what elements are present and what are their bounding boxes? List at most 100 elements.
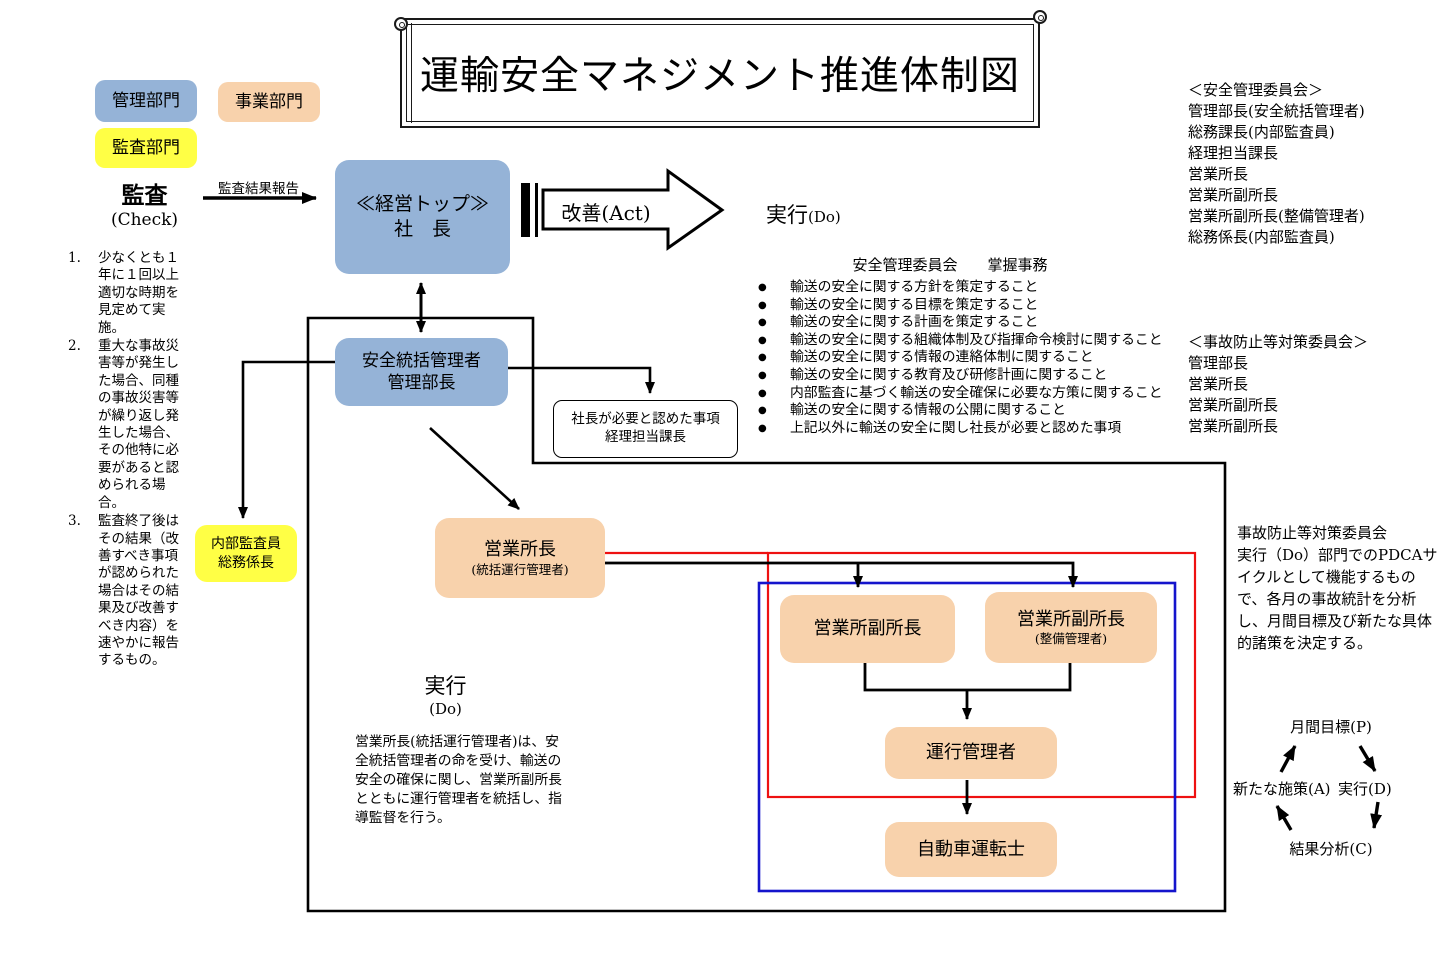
do-top-label: 実行(Do) [766, 199, 841, 229]
safety-manager-line2: 管理部長 [387, 373, 456, 393]
bullet-icon: ● [758, 405, 767, 417]
do-bottom-main: 実行 [424, 674, 467, 698]
operation-manager-label: 運行管理者 [926, 742, 1016, 764]
top-management-line2: 社 長 [393, 218, 451, 240]
banner-frame: 運輸安全マネジメント推進体制図 [406, 24, 1034, 122]
pdca-do-label: 実行(D) [1338, 780, 1392, 798]
duty-item: ● 輸送の安全に関する教育及び研修計画に関すること [750, 367, 1210, 385]
audit-note-1-number: 1. [68, 250, 81, 266]
deputy-right-line2: (整備管理者) [1034, 631, 1108, 647]
audit-note-1-text: 少なくとも１年に１回以上適切な時期を見定めて実施。 [98, 250, 179, 336]
accident-committee-member: 営業所長 [1188, 375, 1249, 393]
audit-note-3-text: 監査終了後はその結果（改善すべき事項が認められた場合はその結果及び改善すべき内容… [98, 513, 179, 669]
office-manager-line1: 営業所長 [484, 539, 556, 561]
internal-auditor-line2: 総務係長 [218, 554, 274, 571]
duty-item: ● 輸送の安全に関する情報の公開に関すること [750, 402, 1210, 420]
safety-committee-member: 経理担当課長 [1188, 144, 1279, 162]
audit-note-3: 3. 監査終了後はその結果（改善すべき事項が認められた場合はその結果及び改善すべ… [68, 513, 203, 670]
bullet-icon: ● [758, 387, 767, 399]
legend-audit-label: 監査部門 [112, 137, 180, 158]
page-title: 運輸安全マネジメント推進体制図 [419, 54, 1020, 99]
audit-check-label: 監査 (Check) [92, 176, 197, 230]
audit-report-label: 監査結果報告 [218, 181, 299, 197]
bullet-icon: ● [758, 282, 767, 293]
bullet-icon: ● [758, 334, 767, 346]
internal-auditor-line1: 内部監査員 [211, 536, 281, 553]
side-note-body: 実行（Do）部門でのPDCAサイクルとして機能するもので、各月の事故統計を分析し… [1237, 546, 1438, 652]
line-to-internal-auditor [238, 360, 335, 519]
do-bottom-sub: (Do) [429, 700, 462, 718]
safety-committee-member: 管理部長(安全統括管理者) [1188, 102, 1365, 120]
deputy-right-line1: 営業所副所長 [1017, 608, 1125, 630]
legend-management-label: 管理部門 [112, 90, 180, 111]
duties-section: 安全管理委員会 掌握事務 ● 輸送の安全に関する方針を策定すること ● 輸送の安… [750, 254, 1210, 437]
pdca-arrows [1275, 745, 1383, 831]
do-top-sub: (Do) [808, 208, 841, 226]
accident-committee-list: ＜事故防止等対策委員会＞ 管理部長 営業所長 営業所副所長 営業所副所長 [1188, 332, 1368, 437]
office-to-deputies-line [605, 561, 1078, 588]
legend-audit: 監査部門 [95, 128, 197, 168]
duty-item: ● 輸送の安全に関する計画を策定すること [750, 314, 1210, 332]
line-to-president-items [508, 366, 655, 394]
deputy-manager-left-box: 営業所副所長 [780, 595, 955, 663]
deputy-manager-right-box: 営業所副所長 (整備管理者) [985, 592, 1157, 663]
banner-curl-right-icon [1033, 10, 1047, 24]
safety-manager-line1: 安全統括管理者 [362, 350, 481, 371]
bullet-icon: ● [758, 299, 767, 311]
legend-management: 管理部門 [95, 80, 197, 122]
deputy-left-line1: 営業所副所長 [813, 618, 922, 640]
audit-note-3-number: 3. [68, 513, 81, 530]
duty-item: ● 上記以外に輸送の安全に関し社長が必要と認めた事項 [750, 420, 1210, 438]
operation-manager-box: 運行管理者 [885, 727, 1057, 779]
top-management-box: ≪経営トップ≫ 社 長 [335, 160, 510, 274]
duty-item: ● 輸送の安全に関する組織体制及び指揮命令検討に関すること [750, 332, 1210, 350]
audit-sub-label: (Check) [110, 210, 179, 230]
president-items-box: 社長が必要と認めた事項 経理担当課長 [553, 400, 738, 458]
audit-note-2-number: 2. [68, 338, 81, 355]
do-top-main: 実行 [766, 203, 808, 227]
side-note: 事故防止等対策委員会 実行（Do）部門でのPDCAサイクルとして機能するもので、… [1237, 522, 1439, 654]
safety-committee-member: 営業所副所長(整備管理者) [1188, 207, 1365, 225]
audit-note-2-text: 重大な事故災害等が発生した場合、同種の事故災害等が繰り返し発生した場合、その他特… [98, 338, 179, 511]
accident-committee-member: 営業所副所長 [1188, 396, 1279, 414]
do-bottom-label: 実行 (Do) [398, 670, 493, 718]
pdca-plan-label: 月間目標(P) [1290, 718, 1372, 736]
accident-committee-member: 営業所副所長 [1188, 417, 1279, 435]
president-items-line1: 社長が必要と認めた事項 [571, 411, 720, 428]
bullet-icon: ● [758, 422, 767, 434]
office-manager-line2: (統括運行管理者) [471, 561, 569, 577]
bullet-icon: ● [758, 352, 767, 364]
side-note-line1: 事故防止等対策委員会 [1237, 524, 1388, 542]
driver-label: 自動車運転士 [917, 838, 1025, 860]
internal-auditor-box: 内部監査員 総務係長 [195, 525, 297, 582]
accident-committee-member: 管理部長 [1188, 354, 1249, 372]
bullet-icon: ● [758, 369, 767, 381]
top-management-line1: ≪経営トップ≫ [355, 193, 489, 216]
do-bottom-paragraph: 営業所長(統括運行管理者)は、安全統括管理者の命を受け、輸送の安全の確保に関し、… [355, 734, 562, 826]
pdca-check-label: 結果分析(C) [1289, 840, 1373, 858]
safety-committee-list: ＜安全管理委員会＞ 管理部長(安全統括管理者) 総務課長(内部監査員) 経理担当… [1188, 80, 1365, 248]
safety-committee-member: 総務課長(内部監査員) [1188, 123, 1335, 141]
safety-committee-member: 総務係長(内部監査員) [1188, 228, 1335, 246]
audit-note-2: 2. 重大な事故災害等が発生した場合、同種の事故災害等が繰り返し発生した場合、そ… [68, 338, 203, 512]
office-manager-box: 営業所長 (統括運行管理者) [435, 518, 605, 598]
bullet-icon: ● [758, 317, 767, 329]
audit-notes: 1. 少なくとも１年に１回以上適切な時期を見定めて実施。 2. 重大な事故災害等… [68, 250, 203, 671]
duty-item: ● 輸送の安全に関する方針を策定すること [750, 279, 1210, 297]
legend-business: 事業部門 [218, 82, 320, 122]
audit-note-1: 1. 少なくとも１年に１回以上適切な時期を見定めて実施。 [68, 250, 203, 337]
duty-item: ● 輸送の安全に関する情報の連絡体制に関すること [750, 349, 1210, 367]
outer-black-border [306, 316, 1227, 913]
pdca-act-label: 新たな施策(A) [1233, 780, 1331, 798]
deputies-connector [863, 662, 1072, 692]
safety-committee-member: 営業所副所長 [1188, 186, 1279, 204]
duty-item: ● 内部監査に基づく輸送の安全確保に必要な方策に関すること [750, 385, 1210, 403]
duty-item: ● 輸送の安全に関する目標を策定すること [750, 297, 1210, 315]
banner-scroll-rod [411, 23, 412, 123]
act-block-arrow [521, 168, 725, 251]
title-banner: 運輸安全マネジメント推進体制図 [394, 10, 1047, 128]
accident-committee-header: ＜事故防止等対策委員会＞ [1188, 333, 1369, 351]
safety-committee-member: 営業所長 [1188, 165, 1249, 183]
